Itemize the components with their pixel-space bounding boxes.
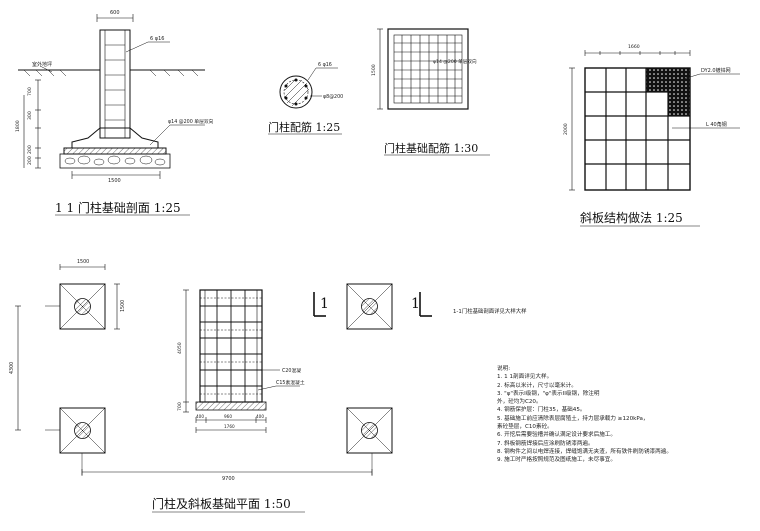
section-label-ground: 室外地坪 bbox=[32, 61, 52, 68]
plan-view bbox=[15, 264, 432, 476]
note-line: 9. 施工时严格按照规范及图纸施工，未尽事宜。 bbox=[497, 457, 616, 464]
note-line: 外，砼均为C20。 bbox=[497, 399, 542, 406]
plan-dim-mid-v: 4050 bbox=[177, 342, 183, 354]
notes-block: 说明: 1. 1 1剖面详见大样。 2. 标高以米计，尺寸以毫米计。 3. "φ… bbox=[497, 365, 747, 465]
plan-dim-mid-b0: 400 bbox=[196, 414, 204, 419]
footing-label: φ14 @200 单层双向 bbox=[433, 58, 477, 65]
plan-label-b: C15素混凝土 bbox=[276, 379, 305, 386]
plan-title: 门柱及斜板基础平面 1:50 bbox=[152, 496, 291, 511]
column-label-b: φ8@200 bbox=[323, 94, 343, 100]
plan-dim-top: 1500 bbox=[77, 259, 89, 265]
plan-footing-br bbox=[346, 407, 393, 454]
section-dim-left-3: 200 bbox=[27, 145, 33, 154]
slab-dim-top: 1660 bbox=[628, 44, 640, 50]
column-rebar-title: 门柱配筋 1:25 bbox=[268, 120, 340, 134]
note-line: 8. 钢构件之间以电焊连接，焊缝饱满无夹渣，所有铁件刷防锈漆两遍。 bbox=[497, 448, 672, 455]
plan-slab-strip bbox=[183, 289, 300, 433]
note-line: 1. 1 1剖面详见大样。 bbox=[497, 374, 553, 381]
plan-section-mark-right: 1 bbox=[411, 296, 420, 312]
slab-title: 斜板结构做法 1:25 bbox=[580, 210, 683, 225]
footing-dim-left: 1500 bbox=[371, 64, 377, 76]
plan-dim-mid-b1: 960 bbox=[224, 414, 232, 419]
section-dim-left-2: 300 bbox=[27, 111, 33, 120]
section-title: 1 1 门柱基础剖面 1:25 bbox=[55, 200, 181, 215]
footing-rebar-title: 门柱基础配筋 1:30 bbox=[384, 141, 478, 155]
slab-dim-left: 2000 bbox=[563, 123, 569, 135]
note-line: 7. 斜板钢筋焊接后应涂刷防锈漆两遍。 bbox=[497, 440, 594, 447]
plan-section-mark-left: 1 bbox=[320, 296, 329, 312]
section-label-rebar-mesh: φ14 @200 单层双向 bbox=[168, 118, 214, 125]
slab-label-b: L 40角钢 bbox=[706, 121, 727, 128]
plan-dim-mid-b2: 400 bbox=[256, 414, 264, 419]
plan-dim-left: 4300 bbox=[9, 362, 15, 374]
plan-footing-tl bbox=[59, 283, 106, 330]
note-line: 素砼垫层，C10素砼。 bbox=[497, 424, 553, 431]
section-label-rebar-v: 6 φ16 bbox=[150, 36, 164, 42]
section-dim-left-4: 200 bbox=[27, 156, 33, 165]
section-dim-bottom: 1500 bbox=[108, 178, 121, 184]
slab-label-a: DY2.0镀锌网 bbox=[701, 67, 731, 74]
section-view bbox=[18, 14, 205, 179]
slab-view bbox=[569, 50, 740, 191]
note-line: 2. 标高以米计，尺寸以毫米计。 bbox=[497, 382, 577, 389]
plan-footing-bl bbox=[59, 407, 106, 454]
note-line: 5. 基础施工前应清除表层腐殖土，持力层承载力 ≥120kPa， bbox=[497, 415, 649, 422]
column-rebar-view bbox=[279, 67, 338, 109]
section-dim-top: 600 bbox=[110, 10, 120, 16]
plan-footing-tr bbox=[346, 283, 393, 330]
plan-section-note: 1-1门柱基础剖面详见大样大样 bbox=[453, 307, 527, 315]
section-dim-left-0: 700 bbox=[27, 87, 33, 96]
plan-label-a: C20混凝 bbox=[282, 367, 301, 374]
note-line: 6. 开挖后需要验槽并确认满足设计要求后施工。 bbox=[497, 432, 616, 439]
note-line: 4. 钢筋保护层：门柱35，基础45。 bbox=[497, 407, 586, 414]
plan-dim-right: 1500 bbox=[120, 300, 126, 312]
notes-heading: 说明: bbox=[497, 366, 511, 372]
footing-rebar-view bbox=[377, 28, 469, 110]
section-dim-left-1: 1800 bbox=[15, 120, 21, 132]
column-label-a: 6 φ16 bbox=[318, 62, 332, 68]
plan-dim-mid-total: 1760 bbox=[224, 424, 235, 429]
note-line: 3. "φ"表示I级钢，"φ"表示II级钢，除注明 bbox=[497, 390, 600, 397]
plan-dim-bottom: 9700 bbox=[222, 476, 235, 482]
plan-dim-mid-v2: 700 bbox=[177, 402, 183, 411]
